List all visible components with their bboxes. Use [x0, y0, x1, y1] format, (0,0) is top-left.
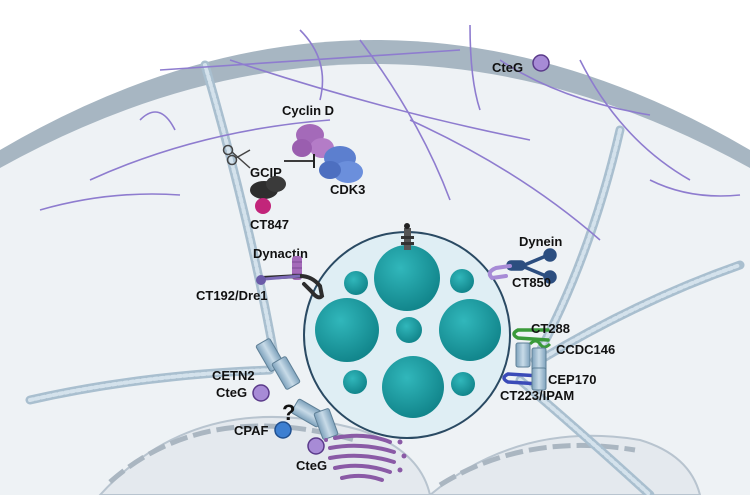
- centrosome-icon: [515, 342, 547, 373]
- cteg-top: CteG: [492, 54, 550, 75]
- actin-filaments: [39, 24, 741, 241]
- label-cep170: CEP170: [548, 372, 596, 387]
- label-cpaf: CPAF: [234, 423, 268, 438]
- label-cteg-top: CteG: [492, 60, 523, 75]
- actin-filament: [649, 179, 741, 197]
- inhibition-arrow-icon: [284, 154, 315, 168]
- ccdc146-protein: [528, 339, 552, 349]
- nuclear-envelope-left: [108, 423, 356, 484]
- microtubule: [203, 63, 277, 362]
- label-ct223: CT223/IPAM: [500, 388, 574, 403]
- golgi-group: CteG: [296, 433, 407, 482]
- chlamydia-body: [315, 298, 379, 362]
- dynactin-group: Dynactin CT192/Dre1: [196, 246, 325, 303]
- microtubule: [518, 378, 652, 495]
- label-dynein: Dynein: [519, 234, 562, 249]
- label-ccdc146: CCDC146: [556, 342, 615, 357]
- cep170-group: CEP170 CT223/IPAM: [500, 367, 596, 403]
- label-cteg-bottom: CteG: [296, 458, 327, 473]
- ct192-protein: [260, 273, 325, 300]
- label-cyclin-d: Cyclin D: [282, 103, 334, 118]
- ct847-protein: [255, 198, 271, 214]
- label-question-mark: ?: [282, 400, 295, 425]
- microtubules: [25, 60, 745, 495]
- actin-filament: [299, 29, 324, 101]
- actin-filament: [469, 24, 481, 111]
- label-ct850: CT850: [512, 275, 551, 290]
- actin-filament: [579, 59, 691, 181]
- chlamydia-body: [439, 299, 501, 361]
- actin-filament: [139, 111, 176, 131]
- actin-filament: [409, 119, 601, 241]
- microtubule: [28, 368, 272, 402]
- cpaf-protein: [274, 421, 292, 439]
- label-cdk3: CDK3: [330, 182, 365, 197]
- cetn2-group: CETN2 CteG: [212, 338, 301, 402]
- cteg-protein: [307, 437, 325, 455]
- ct223-protein: [502, 372, 542, 386]
- chlamydia-body: [374, 245, 440, 311]
- cyclin-d-protein: [292, 124, 334, 158]
- type-three-secretion-icon: [401, 223, 414, 250]
- chlamydia-body: [344, 271, 368, 295]
- chlamydia-body: [450, 269, 474, 293]
- dynein-group: Dynein CT850: [487, 234, 562, 290]
- ct192-linker: [264, 274, 301, 281]
- dynactin-protein: [292, 256, 302, 280]
- scissors-icon: [222, 144, 251, 169]
- nuclear-envelope-right: [438, 442, 636, 488]
- centrosome-icon: [291, 398, 339, 440]
- cpaf-group: ? CPAF: [234, 398, 339, 440]
- chlamydia-body: [396, 317, 422, 343]
- label-cteg-left: CteG: [216, 385, 247, 400]
- label-ct288: CT288: [531, 321, 570, 336]
- ct850-protein: [487, 264, 512, 281]
- inclusion: [303, 223, 511, 439]
- ct288-protein: [512, 328, 550, 342]
- chlamydia-body: [451, 372, 475, 396]
- centrosome-icon: [531, 367, 547, 391]
- ct288-group: CT288 CCDC146: [512, 321, 615, 373]
- actin-filament: [499, 59, 651, 116]
- actin-filament: [229, 59, 531, 141]
- ct192-head: [256, 275, 266, 285]
- actin-filament: [359, 39, 451, 201]
- label-ct847: CT847: [250, 217, 289, 232]
- golgi-icon: [324, 433, 407, 482]
- cdk3-protein: [319, 146, 363, 183]
- actin-filament: [89, 119, 331, 181]
- centrosome-icon: [255, 338, 301, 390]
- microtubule: [538, 263, 742, 362]
- dynein-protein: [506, 248, 557, 284]
- microtubule: [533, 128, 622, 362]
- cteg-protein: [252, 384, 270, 402]
- gcip-protein: [250, 176, 286, 199]
- label-cetn2: CETN2: [212, 368, 255, 383]
- chlamydia-body: [343, 370, 367, 394]
- cteg-protein: [532, 54, 550, 72]
- actin-filament: [159, 49, 461, 71]
- gcip-cdk3-group: Cyclin D CDK3 GCIP CT847: [222, 103, 365, 232]
- label-ct192: CT192/Dre1: [196, 288, 268, 303]
- chlamydia-body: [382, 356, 444, 418]
- actin-filament: [39, 193, 181, 211]
